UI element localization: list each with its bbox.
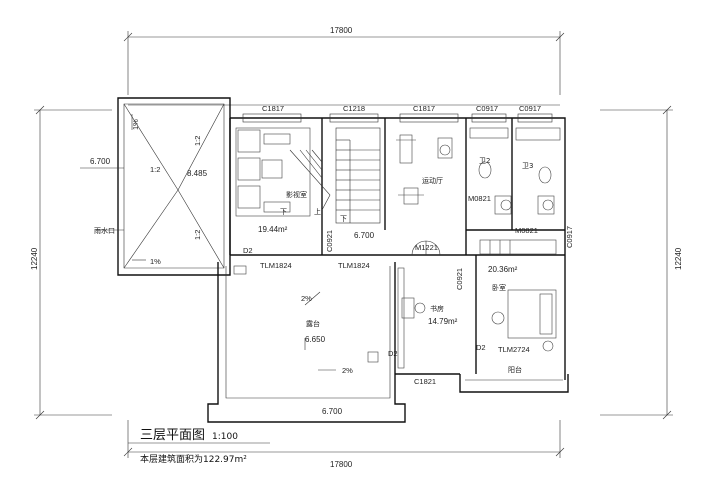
lounge-area: 19.44m²	[258, 225, 288, 234]
rain-outlet-label: 雨水口	[94, 226, 115, 235]
stair-up-label: 上	[314, 207, 321, 216]
window-c1821: C1821	[414, 377, 436, 386]
door-m1221: M1221	[415, 243, 438, 252]
drawing-scale: 1:100	[212, 432, 238, 442]
terrace-label: 露台	[306, 319, 320, 328]
door-d2-c: D2	[476, 343, 486, 352]
door-m0821-a: M0821	[468, 194, 491, 203]
window-c0917-b: C0917	[519, 104, 541, 113]
study-furniture	[397, 267, 426, 369]
roof-slope-2: 1:2	[193, 136, 202, 146]
terrace-slope-2: 2%	[342, 366, 353, 375]
study-label: 书房	[430, 304, 444, 313]
drawing-title: 三层平面图	[140, 428, 205, 443]
bath2-label: 卫2	[479, 157, 490, 165]
stair-level-label: 6.700	[354, 231, 375, 240]
gym-equipment	[396, 134, 453, 205]
study-area: 14.79m²	[428, 317, 458, 326]
door-m0821-b: M0821	[515, 226, 538, 235]
top-windows	[242, 113, 553, 123]
window-c1817-a: C1817	[262, 104, 284, 113]
gutter-slope-1: 1%	[131, 119, 140, 130]
stair-down-label-2: 下	[340, 215, 347, 223]
window-c0921-b: C0921	[455, 268, 464, 290]
door-tlm1824-a: TLM1824	[260, 261, 292, 270]
sloped-roof	[80, 97, 231, 276]
bath3-label: 卫3	[522, 162, 533, 170]
ridge-level-label: 8.485	[187, 169, 208, 178]
terrace-slope-1: 2%	[301, 294, 312, 303]
window-c1817-b: C1817	[413, 104, 435, 113]
lounge-label: 影视室	[286, 190, 307, 199]
window-c0921-a: C0921	[325, 230, 334, 252]
dim-right: 12240	[674, 247, 683, 270]
exterior-walls	[207, 117, 569, 423]
bathrooms	[469, 127, 561, 215]
bedroom-label: 卧室	[492, 283, 506, 292]
roof-level-label: 6.700	[90, 157, 111, 166]
dimension-lines	[34, 31, 673, 458]
dim-left: 12240	[30, 247, 39, 270]
dim-bottom: 17800	[330, 460, 353, 469]
gym-label: 运动厅	[422, 176, 443, 185]
window-c1218: C1218	[343, 104, 365, 113]
stairs	[289, 127, 381, 224]
window-c0917-side: C0917	[565, 226, 574, 248]
roof-slope-3: 1:2	[193, 230, 202, 240]
floor-area-note: 本层建筑面积为122.97m²	[140, 453, 247, 465]
terrace-level-label: 6.650	[305, 335, 326, 344]
terrace-markers	[233, 265, 379, 371]
balcony-label: 阳台	[508, 365, 522, 374]
roof-slope-1: 1:2	[150, 165, 160, 174]
door-d2-b: D2	[388, 349, 398, 358]
dim-top: 17800	[330, 26, 353, 35]
door-tlm1824-b: TLM1824	[338, 261, 370, 270]
lounge-furniture	[235, 127, 311, 217]
bottom-level-label: 6.700	[322, 407, 343, 416]
gutter-slope-2: 1%	[150, 257, 161, 266]
door-tlm2724: TLM2724	[498, 345, 530, 354]
bedroom-area: 20.36m²	[488, 265, 518, 274]
stair-down-label: 下	[280, 208, 287, 216]
window-c0917-a: C0917	[476, 104, 498, 113]
door-swing-m1221	[411, 240, 441, 256]
bedroom-furniture	[479, 239, 557, 352]
door-d2-a: D2	[243, 246, 253, 255]
